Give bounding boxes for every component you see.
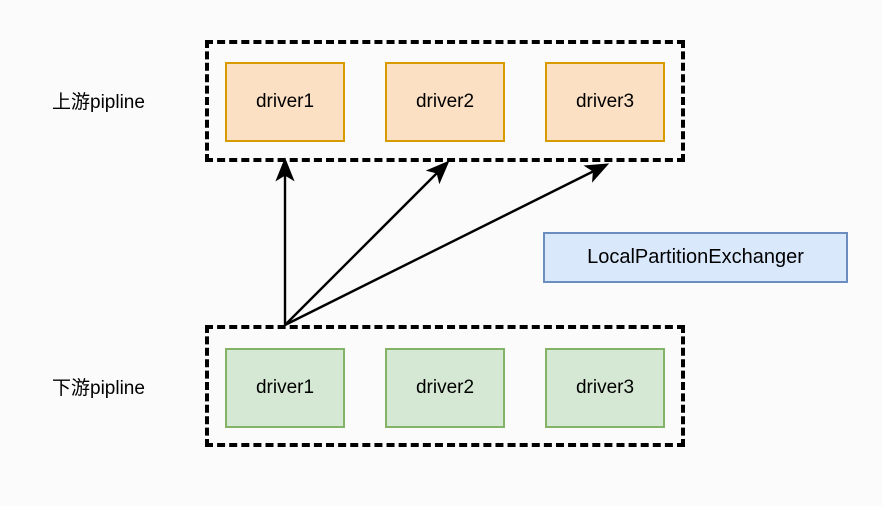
upstream-driver-node-3[interactable]: driver3 — [545, 62, 665, 142]
downstream-driver-node-2[interactable]: driver2 — [385, 348, 505, 428]
downstream-driver-node-1[interactable]: driver1 — [225, 348, 345, 428]
downstream-driver-node-3[interactable]: driver3 — [545, 348, 665, 428]
upstream-driver-node-2[interactable]: driver2 — [385, 62, 505, 142]
downstream-row-label: 下游pipline — [52, 378, 145, 399]
connection-arrow-2 — [284, 160, 450, 326]
upstream-driver-node-1[interactable]: driver1 — [225, 62, 345, 142]
upstream-row-label: 上游pipline — [52, 92, 145, 113]
upstream-pipeline-group — [205, 40, 685, 162]
downstream-pipeline-group — [205, 325, 685, 447]
local-partition-exchanger-legend: LocalPartitionExchanger — [543, 232, 848, 283]
